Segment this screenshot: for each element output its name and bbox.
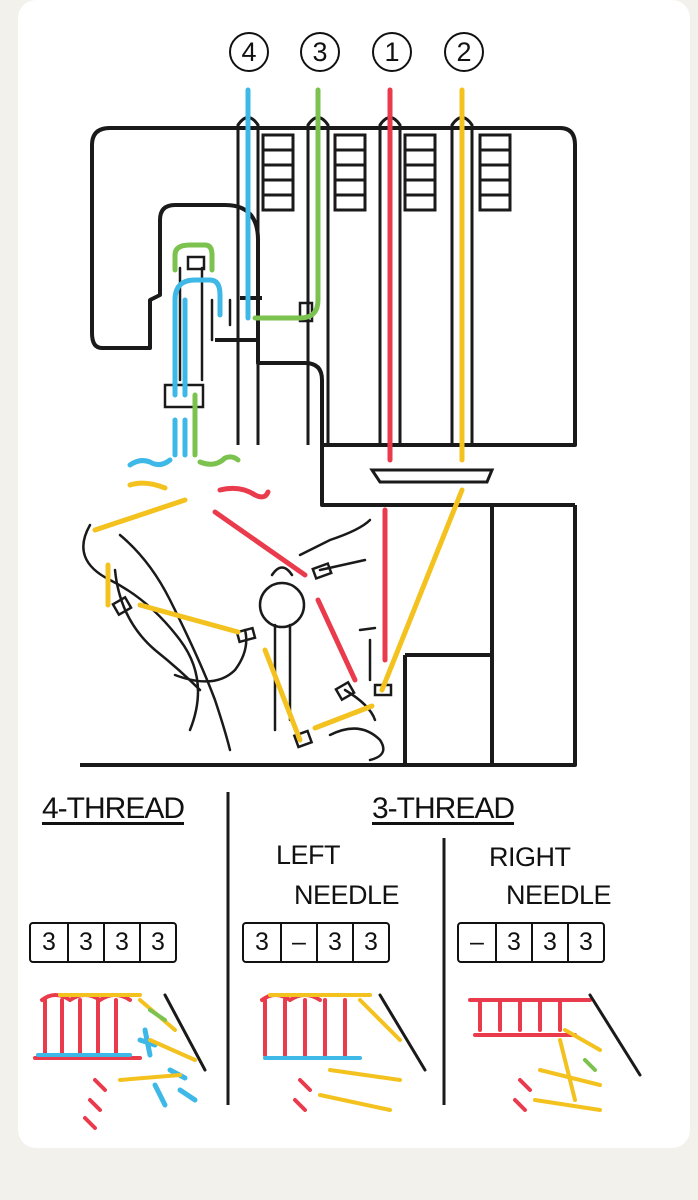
three-thread-heading: 3-THREAD — [372, 792, 515, 825]
stitch-illustration-4-thread — [33, 993, 207, 1130]
tension-value: 3 — [42, 928, 56, 956]
thread-path-yellow — [92, 87, 465, 743]
guide-number-1: 1 — [372, 32, 412, 72]
tension-value: 3 — [495, 924, 531, 961]
tension-value: 3 — [103, 924, 139, 961]
right-needle-label-line2: NEEDLE — [506, 880, 612, 910]
guide-number-3: 3 — [300, 32, 340, 72]
thread-path-blue — [127, 87, 251, 1108]
thread-path-green — [172, 87, 321, 467]
tension-dial-3 — [333, 133, 367, 212]
stitch-illustration-3-thread-left — [260, 993, 427, 1112]
tension-dial-4 — [261, 133, 295, 212]
tension-dial-2 — [478, 133, 512, 212]
tension-value: – — [280, 924, 316, 961]
tension-dials — [261, 133, 512, 212]
guide-number-2: 2 — [444, 32, 484, 72]
tension-dial-1 — [403, 133, 437, 212]
four-thread-heading: 4-THREAD — [42, 792, 185, 825]
tension-value: 3 — [139, 924, 175, 961]
tension-settings-right-needle: – 3 3 3 — [457, 922, 605, 963]
left-needle-label-line1: LEFT — [276, 840, 341, 870]
tension-value: 3 — [255, 928, 269, 956]
stitch-illustration-3-thread-right — [468, 993, 642, 1112]
tension-value: 3 — [67, 924, 103, 961]
guide-number-4: 4 — [229, 32, 269, 72]
chart-card — [18, 0, 690, 1148]
tension-settings-left-needle: 3 – 3 3 — [242, 922, 390, 963]
tension-value: 3 — [531, 924, 567, 961]
tension-value: 3 — [316, 924, 352, 961]
tension-value: – — [470, 928, 484, 956]
right-needle-label-line1: RIGHT — [489, 842, 571, 872]
machine-outline — [80, 126, 577, 767]
left-needle-label-line2: NEEDLE — [294, 880, 400, 910]
thread-path-red — [212, 87, 393, 683]
tension-settings-4-thread: 3 3 3 3 — [29, 922, 177, 963]
tension-value: 3 — [567, 924, 603, 961]
section-dividers — [226, 792, 446, 1105]
tension-value: 3 — [352, 924, 388, 961]
